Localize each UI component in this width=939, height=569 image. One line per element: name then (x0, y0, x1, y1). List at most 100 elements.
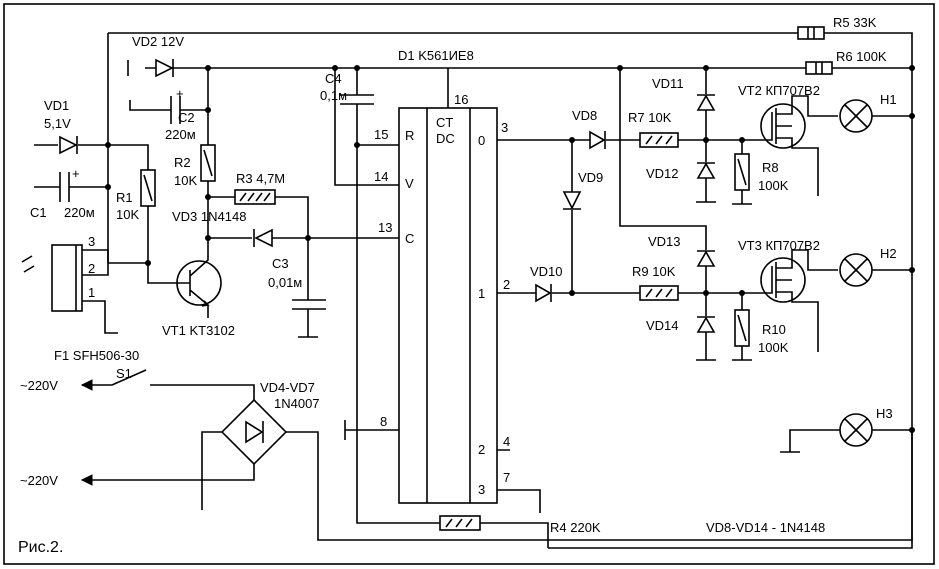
diode-vd9 (562, 140, 582, 293)
resistor-r3 (208, 189, 309, 238)
r9-label: R9 10K (632, 264, 676, 279)
r4-label: R4 220K (550, 520, 601, 535)
ic-pin-15: 15 (374, 127, 388, 142)
ic-ct: CT (436, 115, 453, 130)
diode-vd3 (208, 228, 399, 248)
f1-pin1: 1 (88, 285, 95, 300)
vd14-label: VD14 (646, 318, 679, 333)
c1-plus: + (72, 166, 80, 181)
ic-pin-n2: 2 (503, 277, 510, 292)
lamp-h3 (780, 413, 912, 453)
d1-label: D1 K561ИЕ8 (398, 48, 474, 63)
s1-label: S1 (116, 366, 132, 381)
ac-input-2: ~220V (20, 473, 58, 488)
vt3-label: VT3 КП707В2 (738, 238, 820, 253)
h3-label: H3 (876, 406, 893, 421)
ic-pin-14: 14 (374, 169, 388, 184)
diode-vd11 (696, 68, 716, 140)
vd1-value: 5,1V (44, 116, 71, 131)
resistor-r5 (797, 26, 825, 40)
resistor-r2 (200, 110, 216, 238)
vd2-label: VD2 12V (132, 34, 184, 49)
bridge-vd4-vd7 (80, 398, 913, 541)
ic-out-1: 1 (478, 286, 485, 301)
r6-label: R6 100K (836, 49, 887, 64)
figure-caption: Рис.2. (18, 539, 63, 556)
c4-value: 0,1м (320, 88, 347, 103)
r10-value: 100K (758, 340, 789, 355)
c2-label: C2 (178, 110, 195, 125)
resistor-r8 (732, 140, 752, 205)
resistor-r10 (732, 293, 752, 361)
resistor-r1 (108, 144, 176, 284)
f1-label: F1 SFH506-30 (54, 348, 139, 363)
r10-label: R10 (762, 322, 786, 337)
ir-receiver-f1 (21, 244, 148, 334)
c3-label: C3 (272, 256, 289, 271)
diode-vd2 (127, 58, 174, 78)
ic-pin-n3: 3 (501, 120, 508, 135)
ac-input-1: ~220V (20, 378, 58, 393)
r2-label: R2 (174, 155, 191, 170)
vd1-label: VD1 (44, 98, 69, 113)
transistor-vt1 (176, 238, 222, 318)
vd10-label: VD10 (530, 264, 563, 279)
r1-label: R1 (116, 190, 133, 205)
f1-pin3: 3 (88, 234, 95, 249)
diode-vd13 (619, 68, 716, 293)
h2-label: H2 (880, 246, 897, 261)
resistor-r4 (439, 515, 481, 531)
ic-out-2: 2 (478, 442, 485, 457)
c2-value: 220м (165, 127, 196, 142)
r7-label: R7 10K (628, 110, 672, 125)
vt2-label: VT2 КП707В2 (738, 83, 820, 98)
vd3-label: VD3 1N4148 (172, 209, 246, 224)
h1-label: H1 (880, 92, 897, 107)
vd12-label: VD12 (646, 166, 679, 181)
vd9-label: VD9 (578, 170, 603, 185)
lamp-h2 (839, 253, 912, 287)
c3-value: 0,01м (268, 275, 302, 290)
c1-label: C1 (30, 205, 47, 220)
diode-vd14 (696, 293, 716, 361)
f1-pin2: 2 (88, 261, 95, 276)
bridge-type: 1N4007 (274, 396, 320, 411)
frame-border (3, 3, 935, 565)
ic-pin-13: 13 (378, 220, 392, 235)
ic-pin-n4: 4 (503, 434, 510, 449)
ic-out-3: 3 (478, 482, 485, 497)
r5-label: R5 33K (833, 15, 877, 30)
ic-out-0: 0 (478, 133, 485, 148)
resistor-r6 (805, 61, 833, 75)
ic-pin-c: C (405, 231, 414, 246)
diode-vd10 (528, 283, 640, 303)
vd8-label: VD8 (572, 108, 597, 123)
r2-value: 10K (174, 173, 197, 188)
capacitor-c3 (292, 238, 326, 338)
c2-plus: + (176, 86, 184, 101)
vd11-label: VD11 (652, 76, 684, 91)
diode-vd1 (34, 135, 108, 155)
capacitor-c4 (340, 68, 374, 145)
transistor-vt3 (758, 249, 838, 352)
switch-s1 (80, 369, 255, 400)
vt1-label: VT1 KT3102 (162, 323, 235, 338)
c1-value: 220м (64, 205, 95, 220)
r1-value: 10K (116, 207, 139, 222)
r8-label: R8 (762, 160, 779, 175)
ic-dc: DC (436, 131, 455, 146)
r8-value: 100K (758, 178, 789, 193)
ic-pin-16: 16 (454, 92, 468, 107)
resistor-r9 (639, 285, 758, 301)
ic-pin-v: V (405, 176, 414, 191)
lamp-h1 (839, 99, 912, 133)
c4-label: C4 (325, 71, 342, 86)
bridge-label: VD4-VD7 (260, 380, 315, 395)
capacitor-c2 (129, 68, 209, 124)
diode-vd8 (560, 130, 640, 150)
diode-vd12 (696, 140, 716, 203)
diode-type-note: VD8-VD14 - 1N4148 (706, 520, 825, 535)
ic-pin-n7: 7 (503, 470, 510, 485)
r3-label: R3 4,7M (236, 171, 285, 186)
